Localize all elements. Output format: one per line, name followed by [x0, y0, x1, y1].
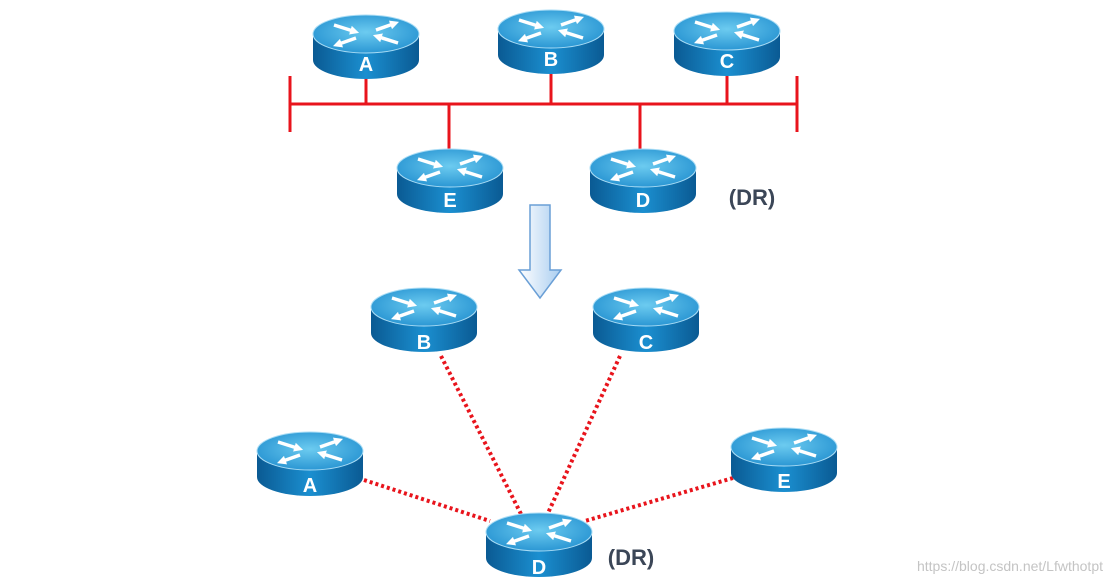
dr-label-top: (DR) [729, 185, 775, 210]
router-label: B [544, 49, 558, 71]
bottom-router-b: B [371, 288, 477, 354]
adjacency-e-d [584, 476, 734, 523]
bottom-router-a: A [257, 432, 363, 497]
dr-label-bottom: (DR) [608, 545, 654, 570]
top-router-b: B [498, 10, 604, 74]
router-label: C [639, 332, 653, 354]
adjacency-b-d [439, 355, 523, 515]
router-label: A [359, 54, 373, 76]
adjacency-a-d [363, 478, 491, 523]
bottom-router-d: D [486, 513, 592, 579]
top-router-a: A [313, 15, 419, 79]
router-label: B [417, 332, 431, 354]
router-label: E [777, 471, 790, 493]
router-label: D [532, 557, 546, 579]
adjacency-c-d [546, 355, 622, 514]
watermark: https://blog.csdn.net/Lfwthotpt [917, 558, 1103, 574]
top-router-c: C [674, 12, 780, 76]
top-router-e: E [397, 149, 503, 213]
bottom-adjacency-network: B C A E D (DR) [257, 288, 837, 579]
bottom-router-c: C [593, 288, 699, 354]
top-router-d: D [590, 149, 696, 213]
router-label: C [720, 51, 734, 73]
bottom-router-e: E [731, 428, 837, 493]
router-label: D [636, 190, 650, 212]
top-bus-network: A B C E D (DR) [288, 10, 799, 213]
down-arrow-icon [517, 204, 563, 300]
router-label: E [443, 190, 456, 212]
router-label: A [303, 475, 317, 497]
